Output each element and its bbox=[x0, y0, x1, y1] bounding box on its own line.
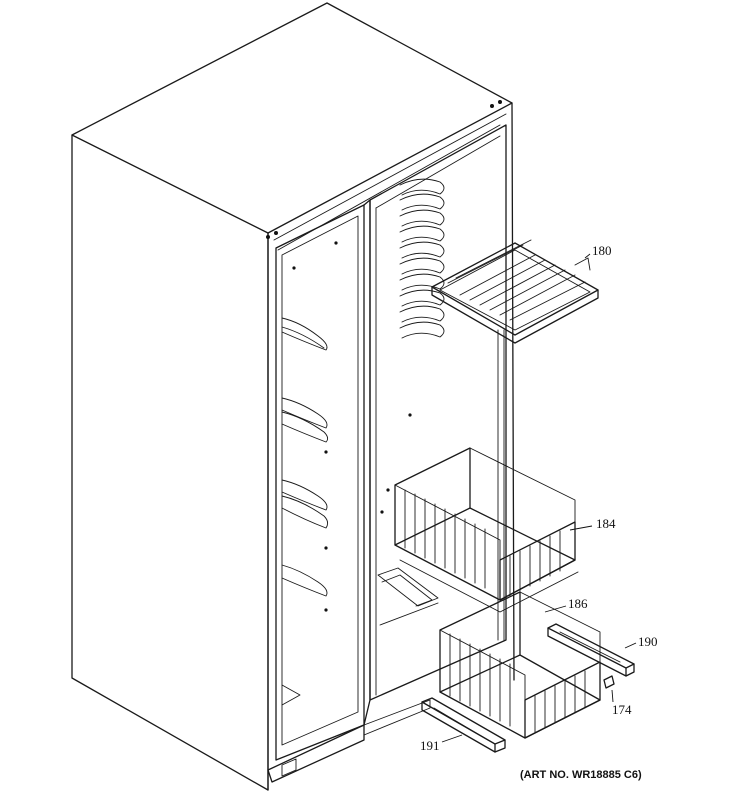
callout-186: 186 bbox=[568, 596, 588, 611]
freezer-shelf-supports bbox=[399, 178, 445, 339]
part-191-front-rail bbox=[421, 697, 506, 753]
callout-leaders bbox=[441, 253, 637, 743]
part-174-clip bbox=[603, 675, 615, 689]
cabinet-base bbox=[267, 699, 431, 783]
callout-184: 184 bbox=[596, 516, 616, 531]
art-number: (ART NO. WR18885 C6) bbox=[520, 769, 642, 781]
part-190-slide-rail bbox=[547, 623, 635, 677]
callout-180: 180 bbox=[592, 243, 612, 258]
cabinet-shell bbox=[71, 2, 515, 791]
left-compartment-liner bbox=[275, 204, 365, 761]
callout-190: 190 bbox=[638, 634, 658, 649]
callout-191: 191 bbox=[420, 738, 440, 753]
part-184-wire-basket bbox=[394, 447, 579, 613]
callout-174: 174 bbox=[612, 702, 632, 717]
part-186-lower-basket bbox=[439, 591, 601, 739]
freezer-compartment-liner bbox=[363, 124, 507, 726]
part-180-wire-shelf bbox=[431, 239, 599, 344]
